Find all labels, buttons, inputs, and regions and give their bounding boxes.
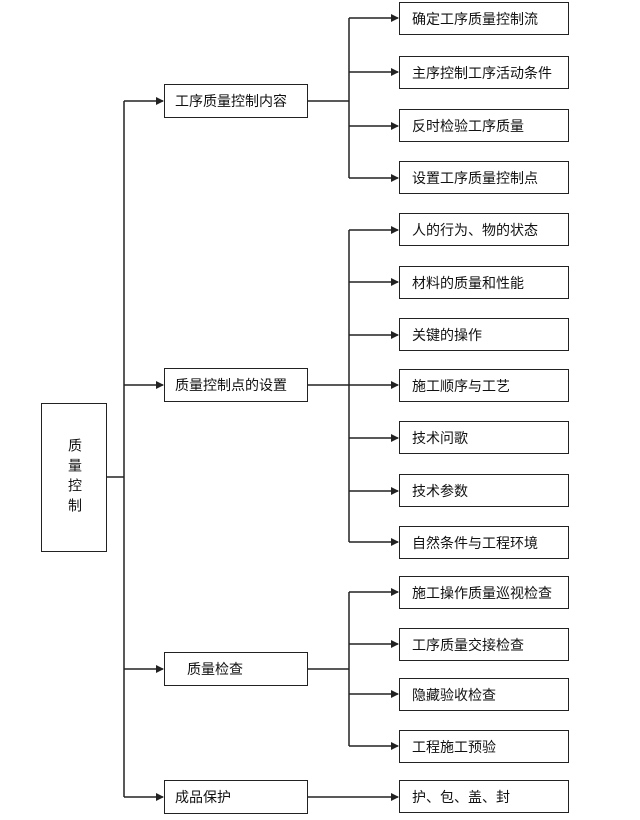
leaf-node: 施工操作质量巡视检查 [399, 576, 569, 609]
leaf-node: 材料的质量和性能 [399, 266, 569, 299]
branch-node-product-protection: 成品保护 [164, 780, 308, 814]
leaf-node: 设置工序质量控制点 [399, 161, 569, 194]
leaf-node: 工程施工预验 [399, 730, 569, 763]
root-node-label: 质量控制 [66, 437, 82, 518]
branch-node-quality-inspection: 质量检查 [164, 652, 308, 686]
leaf-node-label: 关键的操作 [412, 327, 482, 344]
branch-node-label: 质量控制点的设置 [175, 378, 287, 394]
leaf-node-label: 护、包、盖、封 [412, 789, 510, 806]
leaf-node-label: 设置工序质量控制点 [412, 170, 538, 187]
branch-node-label: 工序质量控制内容 [175, 94, 287, 110]
leaf-node-label: 施工操作质量巡视检查 [412, 585, 552, 602]
leaf-node-label: 技术参数 [412, 483, 468, 500]
leaf-node: 主序控制工序活动条件 [399, 56, 569, 89]
leaf-node-label: 施工顺序与工艺 [412, 378, 510, 395]
leaf-node-label: 确定工序质量控制流 [412, 11, 538, 28]
branch-node-process-control: 工序质量控制内容 [164, 84, 308, 118]
root-node: 质量控制 [41, 403, 107, 552]
leaf-node-label: 反时检验工序质量 [412, 118, 524, 135]
leaf-node: 施工顺序与工艺 [399, 369, 569, 402]
leaf-node-label: 技术问歌 [412, 430, 468, 447]
leaf-node-label: 自然条件与工程环境 [412, 535, 538, 552]
leaf-node: 确定工序质量控制流 [399, 2, 569, 35]
leaf-node-label: 工程施工预验 [412, 739, 496, 756]
leaf-node: 护、包、盖、封 [399, 780, 569, 813]
leaf-node: 工序质量交接检查 [399, 628, 569, 661]
leaf-node: 技术参数 [399, 474, 569, 507]
leaf-node-label: 主序控制工序活动条件 [412, 65, 552, 82]
leaf-node-label: 人的行为、物的状态 [412, 222, 538, 239]
leaf-node: 隐藏验收检查 [399, 678, 569, 711]
leaf-node: 反时检验工序质量 [399, 109, 569, 142]
leaf-node-label: 材料的质量和性能 [412, 275, 524, 292]
branch-node-label: 成品保护 [175, 790, 231, 806]
leaf-node: 自然条件与工程环境 [399, 526, 569, 559]
leaf-node: 人的行为、物的状态 [399, 213, 569, 246]
branch-node-label: 质量检查 [187, 662, 243, 678]
leaf-node: 关键的操作 [399, 318, 569, 351]
branch-node-control-points: 质量控制点的设置 [164, 368, 308, 402]
leaf-node-label: 工序质量交接检查 [412, 637, 524, 654]
leaf-node: 技术问歌 [399, 421, 569, 454]
leaf-node-label: 隐藏验收检查 [412, 687, 496, 704]
